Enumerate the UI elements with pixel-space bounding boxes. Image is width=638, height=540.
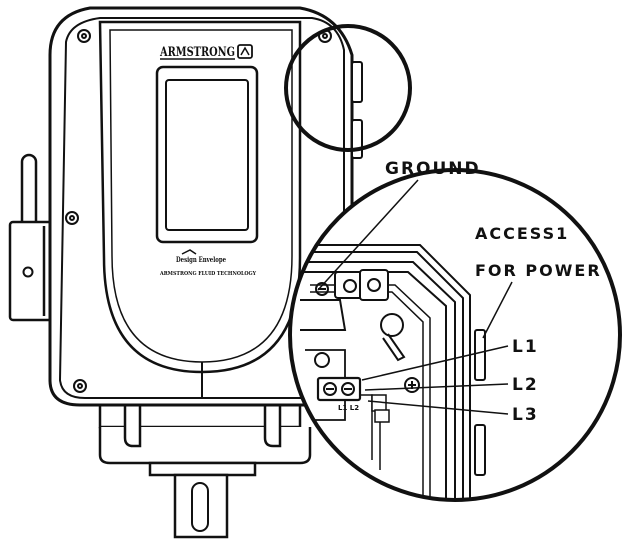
brand-logo: ARMSTRONG	[159, 44, 253, 60]
l2-leader	[364, 383, 509, 391]
callout-leaders	[317, 179, 513, 415]
zoom-circle	[288, 168, 622, 502]
bottom-mount	[98, 403, 312, 539]
sub-logo-text: Design Envelope	[176, 255, 226, 264]
brand-logo-text: ARMSTRONG	[159, 45, 235, 60]
l2-label: L2	[512, 375, 539, 395]
ground-label: GROUND	[385, 159, 481, 179]
access-leader	[482, 281, 513, 339]
l3-label: L3	[512, 405, 539, 425]
ground-leader	[317, 179, 419, 291]
l3-leader	[367, 400, 509, 415]
magnify-source-circle	[284, 24, 412, 152]
brand-tagline: ARMSTRONG FLUID TECHNOLOGY	[159, 271, 256, 277]
l1-leader	[361, 345, 509, 381]
terminal-marking: L1 L2	[338, 404, 359, 412]
for-power-label: FOR POWER	[475, 261, 602, 280]
enclosure-screws	[65, 29, 332, 393]
display-window	[155, 65, 259, 244]
access-label: ACCESS1	[475, 224, 569, 243]
l1-label: L1	[512, 337, 539, 357]
sub-logo-icon	[181, 249, 197, 255]
